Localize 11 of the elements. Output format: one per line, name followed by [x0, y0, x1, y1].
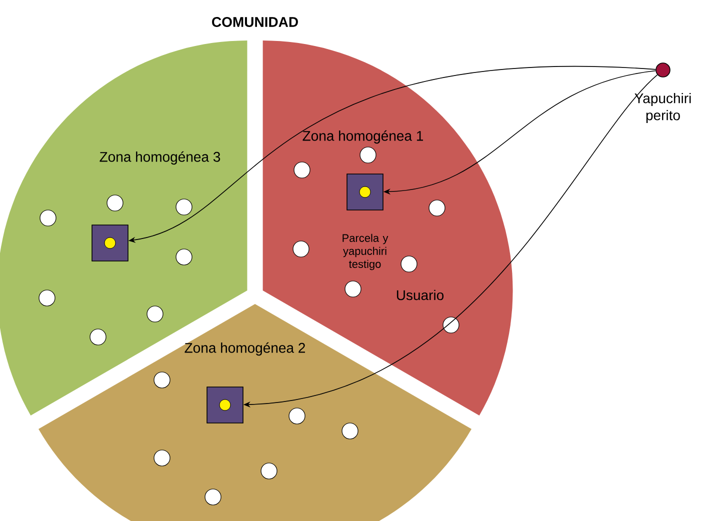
label: Usuario	[396, 290, 444, 300]
plot-square	[206, 386, 244, 424]
node-label: Yapuchiri perito	[634, 92, 691, 124]
plot-square	[92, 224, 128, 262]
expert-dot	[656, 62, 670, 78]
zone-label: Zona homogénea 2	[184, 342, 305, 356]
zone-label: Zona homogénea 1	[302, 130, 423, 144]
plot-square	[346, 174, 384, 210]
zone-label: Zona homogénea 3	[100, 151, 220, 165]
title: COMUNIDAD	[212, 17, 298, 27]
node-label: Parcela y yapuchiri testigo	[342, 234, 388, 270]
